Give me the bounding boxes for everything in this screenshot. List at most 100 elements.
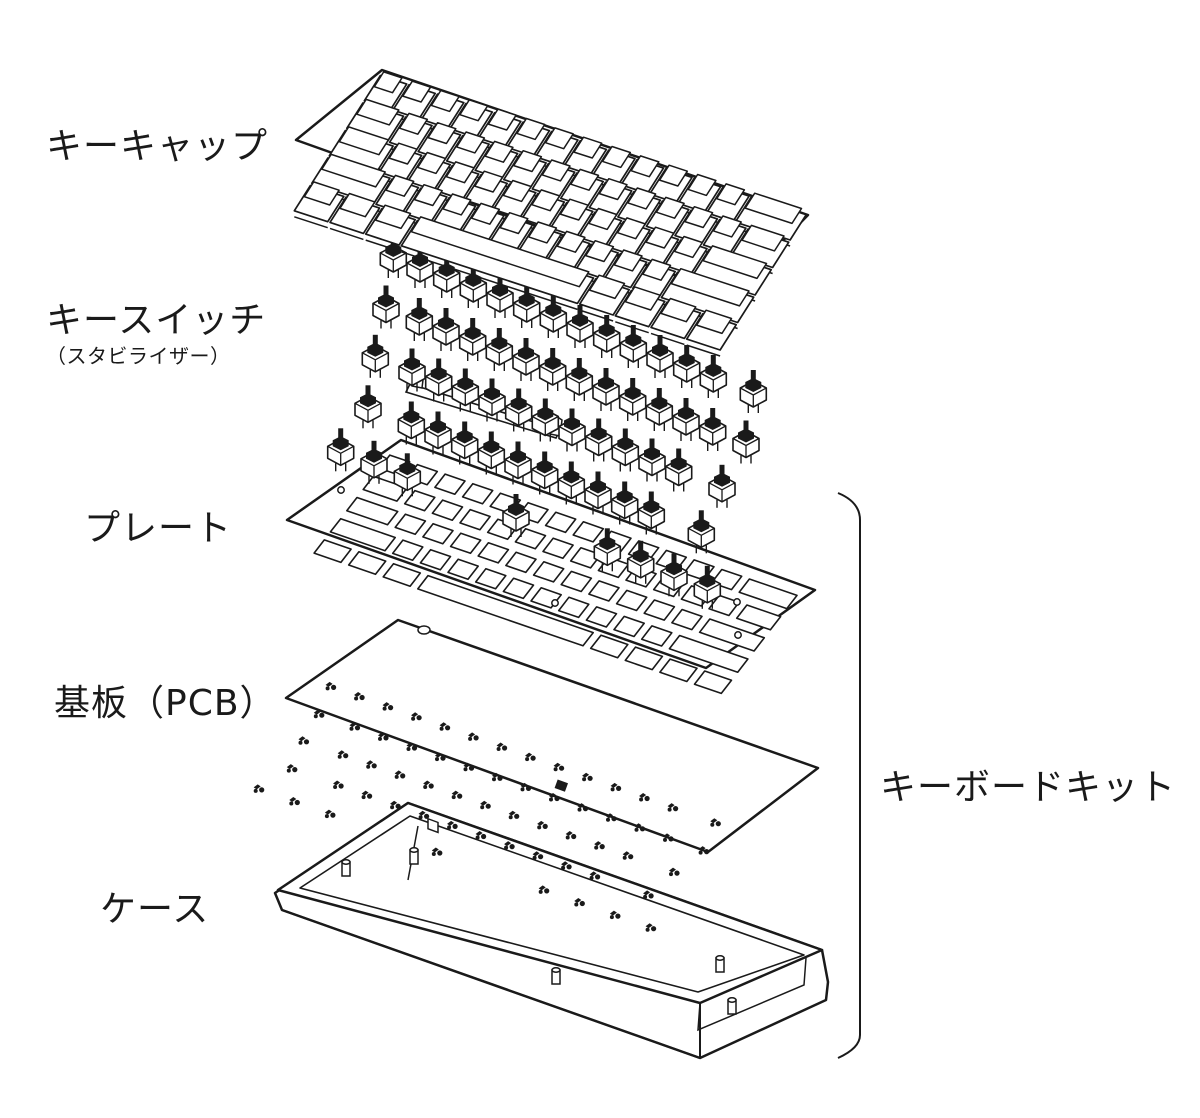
keycap-top: [413, 183, 443, 207]
key-switch: [708, 464, 736, 508]
pcb-pad: [710, 822, 715, 827]
switch-stem: [416, 298, 422, 308]
keycap-top: [655, 196, 685, 219]
key-switch: [646, 335, 674, 378]
plate-cutout: [693, 670, 733, 695]
switch-edge: [485, 345, 513, 365]
keycap-top: [512, 149, 543, 173]
key-switch: [611, 428, 640, 472]
key-switch: [693, 565, 722, 609]
key-switch: [485, 328, 514, 371]
pcb-pad: [594, 841, 602, 847]
pcb-pad-cluster: [354, 692, 365, 701]
pcb-pad-cluster: [411, 712, 422, 721]
label-switches: キースイッチ: [46, 300, 267, 341]
plate-screw-hole: [733, 598, 741, 606]
switch-edge: [432, 325, 460, 345]
keycap-top: [470, 202, 501, 225]
pcb-pad: [616, 785, 622, 791]
pcb-pad: [475, 831, 483, 836]
switch-edge: [646, 352, 674, 372]
pcb-pad-cluster: [574, 898, 585, 907]
pcb-pad: [333, 780, 341, 786]
switch-top: [705, 363, 722, 377]
keycap-top: [673, 235, 704, 259]
pcb-pad: [609, 910, 617, 916]
keycap-top: [630, 155, 660, 178]
pcb-pad: [324, 809, 332, 815]
switch-stem: [523, 338, 529, 348]
pcb-pad: [480, 800, 488, 806]
pcb-pad: [366, 764, 371, 769]
keycap-top: [660, 297, 697, 323]
pcb-pad: [496, 742, 504, 748]
pcb-pad-cluster: [468, 732, 479, 741]
switch-edge: [539, 365, 567, 385]
switch-top: [632, 548, 649, 563]
keycap-top: [598, 177, 628, 201]
plate-cutout: [544, 511, 577, 534]
pcb-pad: [292, 767, 298, 773]
keycap-top: [516, 117, 546, 141]
pcb-pad: [330, 812, 336, 818]
key-switch: [645, 388, 674, 431]
switch-stem: [649, 438, 655, 449]
switch-top: [430, 419, 446, 434]
pcb-pad-cluster: [606, 813, 617, 822]
pcb-pad: [361, 790, 369, 796]
switch-stem: [371, 440, 377, 451]
keycap-top: [588, 274, 626, 300]
case-standoff-top: [409, 847, 419, 853]
keycap-top: [544, 127, 574, 150]
plate-cutout: [735, 604, 782, 631]
pcb-pad: [253, 788, 258, 793]
switch-top: [367, 342, 384, 357]
key-switch: [531, 398, 560, 442]
switch-top: [457, 376, 474, 391]
key-switch: [592, 315, 621, 358]
keycap-top: [559, 198, 589, 221]
pcb-pad: [582, 806, 589, 812]
switch-stem: [648, 491, 654, 502]
plate-cutout: [347, 550, 387, 576]
switch-edge: [513, 302, 541, 322]
switch-top: [536, 459, 553, 474]
switch-edge: [539, 312, 567, 332]
pcb-pad-cluster: [394, 770, 406, 779]
case-standoff-top: [551, 967, 561, 973]
pcb-pad: [674, 870, 680, 876]
pcb-pad: [325, 681, 333, 687]
pcb-pad: [565, 835, 570, 840]
switch-top: [572, 313, 588, 327]
pcb-pad: [411, 712, 419, 718]
switch-top: [616, 489, 633, 504]
pcb-pad: [383, 735, 389, 741]
switch-edge: [565, 375, 593, 395]
switch-stem: [408, 401, 414, 412]
pcb-pad: [509, 844, 515, 850]
switch-edge: [327, 445, 355, 466]
keycap-top: [398, 112, 429, 135]
pcb-pad: [622, 855, 627, 860]
plate-cutout: [589, 634, 629, 659]
switch-stem: [524, 285, 530, 295]
switch-edge: [405, 315, 433, 335]
switch-stem: [671, 553, 677, 564]
switch-stem: [604, 528, 610, 539]
pcb-pad: [611, 816, 617, 822]
pcb-pad-cluster: [553, 762, 565, 772]
plate-cutout: [588, 580, 620, 602]
pcb-pad: [538, 854, 544, 860]
pcb-pad: [418, 815, 423, 820]
pcb-pad: [538, 889, 543, 894]
switch-edge: [584, 488, 612, 509]
switch-edge: [637, 508, 665, 529]
keycap-top: [556, 230, 586, 253]
switch-stem: [488, 431, 494, 442]
pcb-pad: [615, 913, 621, 919]
switch-top: [571, 366, 588, 380]
key-switch: [424, 411, 452, 455]
case-cutout: [427, 817, 439, 834]
pcb-pad: [481, 833, 487, 840]
pcb-pad-cluster: [561, 861, 572, 870]
